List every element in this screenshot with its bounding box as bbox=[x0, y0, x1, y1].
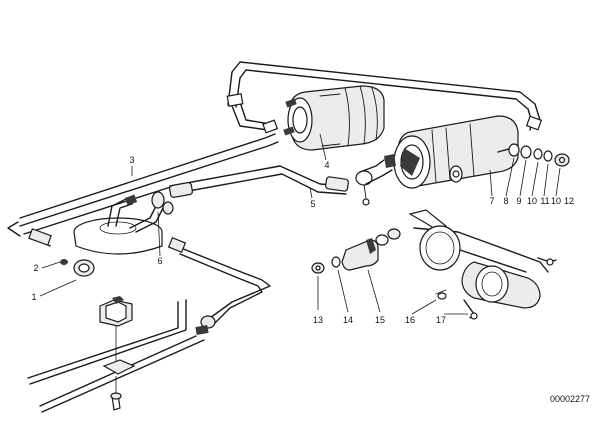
return-line-top bbox=[226, 61, 543, 134]
callout-7: 7 bbox=[489, 196, 494, 206]
pump-mounting-bracket bbox=[408, 209, 557, 320]
fuel-pump bbox=[355, 115, 519, 206]
callout-15: 15 bbox=[375, 315, 385, 325]
lower-fuel-hose bbox=[167, 236, 271, 335]
pump-outlet-fittings bbox=[497, 143, 570, 167]
callout-11: 11 bbox=[540, 196, 549, 206]
tank-sender-unit bbox=[73, 191, 174, 255]
fuel-filter bbox=[283, 85, 385, 151]
callout-14: 14 bbox=[343, 315, 353, 325]
callout-numbers: 1 2 3 4 5 6 7 8 9 10 11 10 12 13 14 15 1… bbox=[31, 155, 574, 325]
leader-lines bbox=[39, 133, 561, 315]
hose-5 bbox=[169, 165, 349, 198]
hose-clamp-1 bbox=[28, 228, 95, 277]
callout-10b: 10 bbox=[551, 196, 561, 206]
callout-17: 17 bbox=[436, 315, 446, 325]
callout-16: 16 bbox=[405, 315, 415, 325]
callout-10a: 10 bbox=[527, 196, 537, 206]
pressure-damper-group bbox=[311, 228, 401, 274]
callout-8: 8 bbox=[503, 196, 508, 206]
callout-12: 12 bbox=[564, 196, 574, 206]
pipe-support-block bbox=[99, 296, 136, 411]
callout-1: 1 bbox=[31, 292, 36, 302]
callout-9: 9 bbox=[516, 196, 521, 206]
callout-5: 5 bbox=[310, 199, 315, 209]
callout-13: 13 bbox=[313, 315, 323, 325]
callout-4: 4 bbox=[324, 160, 329, 170]
callout-6: 6 bbox=[157, 256, 162, 266]
callout-3: 3 bbox=[129, 155, 134, 165]
fuel-line-main bbox=[7, 133, 279, 237]
callout-2: 2 bbox=[33, 263, 38, 273]
diagram-code: 00002277 bbox=[550, 394, 590, 404]
